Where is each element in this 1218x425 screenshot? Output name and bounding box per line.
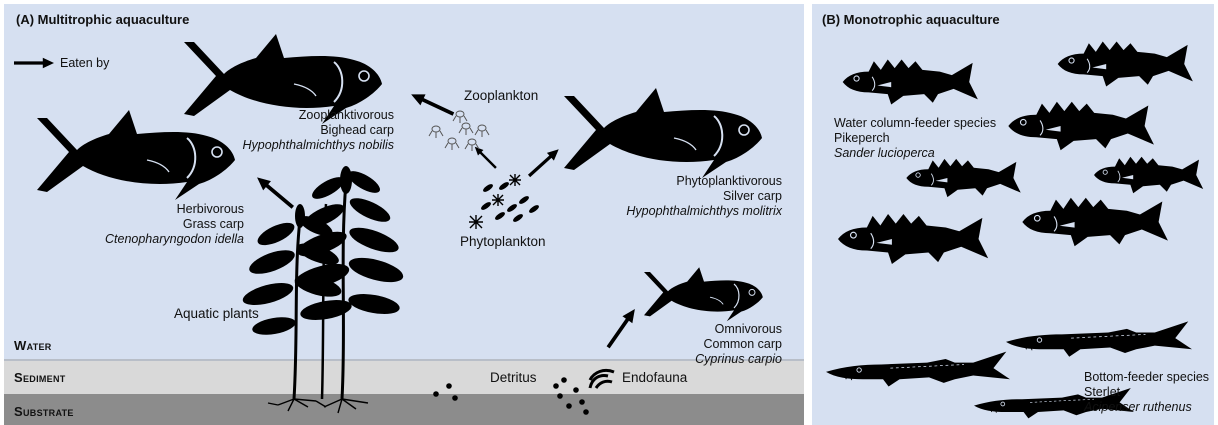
grass-role: Herbivorous	[105, 202, 244, 217]
zooplankton-label: Zooplankton	[464, 88, 538, 103]
common-carp-fish-icon	[644, 267, 763, 321]
sterlet-icon	[1006, 321, 1192, 356]
pikeperch-label: Water column-feeder species Pikeperch Sa…	[834, 116, 996, 161]
phytoplankton-cluster-icon	[469, 174, 539, 229]
bighead-latin-name: Hypophthalmichthys nobilis	[243, 138, 394, 153]
sterlet-label: Bottom-feeder species Sterlet Acipenser …	[1084, 370, 1209, 415]
zooplankton-cluster-icon	[429, 111, 489, 151]
sterlet-role: Bottom-feeder species	[1084, 370, 1209, 385]
common-carp-label: Omnivorous Common carp Cyprinus carpio	[695, 322, 782, 367]
substrate-zone-label: Substrate	[14, 404, 74, 419]
grass-carp-fish-icon	[37, 110, 235, 200]
multitrophic-panel: (A) Multitrophic aquaculture Eaten by Zo…	[4, 4, 804, 425]
bighead-common-name: Bighead carp	[243, 123, 394, 138]
panel-a-title: (A) Multitrophic aquaculture	[16, 12, 189, 27]
monotrophic-panel: (B) Monotrophic aquaculture Water column…	[812, 4, 1214, 425]
common-latin-name: Cyprinus carpio	[695, 352, 782, 367]
sediment-zone-label: Sediment	[14, 370, 66, 385]
monotrophic-illustration	[812, 4, 1214, 425]
silver-latin-name: Hypophthalmichthys molitrix	[626, 204, 782, 219]
bighead-carp-label: Zooplanktivorous Bighead carp Hypophthal…	[243, 108, 394, 153]
sterlet-icon	[826, 352, 1010, 387]
arrow-endofauna-to-common-icon	[603, 306, 640, 351]
aquatic-plants-label: Aquatic plants	[174, 306, 259, 321]
common-role: Omnivorous	[695, 322, 782, 337]
silver-carp-fish-icon	[564, 88, 762, 178]
arrow-phyto-to-zoo-icon	[472, 144, 499, 171]
grass-common-name: Grass carp	[105, 217, 244, 232]
pikeperch-role: Water column-feeder species	[834, 116, 996, 131]
endofauna-label: Endofauna	[622, 370, 687, 385]
grass-latin-name: Ctenopharyngodon idella	[105, 232, 244, 247]
detritus-label: Detritus	[490, 370, 537, 385]
pikeperch-icon	[843, 59, 978, 104]
silver-carp-label: Phytoplanktivorous Silver carp Hypophtha…	[626, 174, 782, 219]
sterlet-common-name: Sterlet	[1084, 385, 1209, 400]
arrow-plants-to-grass-icon	[253, 173, 297, 212]
pikeperch-common-name: Pikeperch	[834, 131, 996, 146]
silver-role: Phytoplanktivorous	[626, 174, 782, 189]
silver-common-name: Silver carp	[626, 189, 782, 204]
pikeperch-icon	[1022, 198, 1168, 247]
pikeperch-icon	[1094, 157, 1203, 193]
pikeperch-icon	[906, 159, 1020, 197]
endofauna-icon	[590, 370, 614, 388]
water-zone-label: Water	[14, 338, 52, 353]
pikeperch-latin-name: Sander lucioperca	[834, 146, 996, 161]
aquatic-plants-icon	[241, 166, 406, 413]
phytoplankton-label: Phytoplankton	[460, 234, 546, 249]
bighead-role: Zooplanktivorous	[243, 108, 394, 123]
arrow-phyto-to-silver-icon	[526, 145, 563, 179]
panel-b-title: (B) Monotrophic aquaculture	[822, 12, 1000, 27]
legend-label: Eaten by	[60, 56, 109, 71]
legend-arrow-icon	[14, 58, 54, 68]
common-common-name: Common carp	[695, 337, 782, 352]
grass-carp-label: Herbivorous Grass carp Ctenopharyngodon …	[105, 202, 244, 247]
sterlet-latin-name: Acipenser ruthenus	[1084, 400, 1209, 415]
pikeperch-icon	[1008, 102, 1154, 151]
pikeperch-icon	[1058, 41, 1193, 86]
pikeperch-icon	[838, 214, 988, 264]
arrow-zooplankton-to-bighead-icon	[409, 89, 456, 120]
